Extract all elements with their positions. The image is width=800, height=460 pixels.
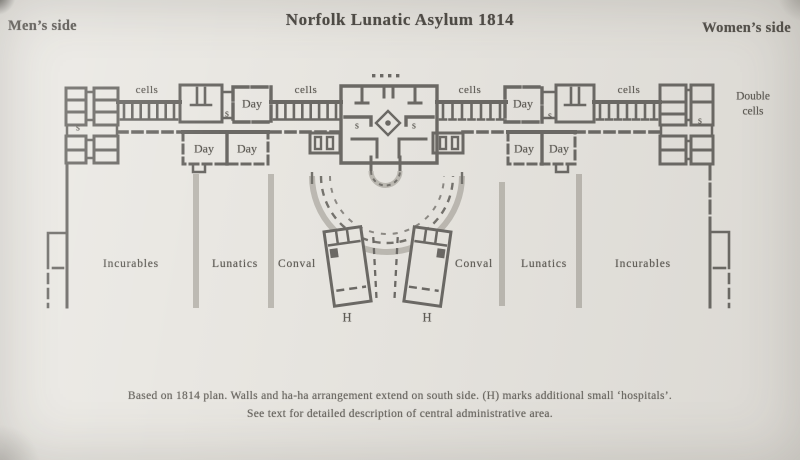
- cells-label-2: cells: [294, 84, 318, 96]
- caption-line-2: See text for detailed description of cen…: [247, 408, 553, 420]
- cell-partition-teeth: [119, 102, 659, 121]
- s-mark-4: s: [412, 120, 416, 132]
- hospital-left: [322, 225, 373, 308]
- s-mark-5: s: [548, 110, 552, 122]
- day-rooms-lower-right: [506, 130, 577, 174]
- s-mark-6: s: [698, 115, 702, 127]
- court-lunatics-right: Lunatics: [521, 258, 567, 270]
- day-label-lower-left-1: Day: [194, 141, 214, 156]
- court-incurables-right: Incurables: [615, 258, 671, 270]
- day-room-upper-left: [231, 85, 273, 124]
- hospital-h-left: H: [342, 310, 352, 325]
- s-mark-3: s: [355, 120, 359, 132]
- plan-title: Norfolk Lunatic Asylum 1814: [285, 10, 515, 29]
- link-walls-left: [220, 90, 235, 120]
- porch-dot: [380, 74, 384, 78]
- s-mark-2: s: [225, 108, 229, 120]
- caption-line-1: Based on 1814 plan. Walls and ha-ha arra…: [127, 390, 673, 402]
- porch-dot: [396, 74, 400, 78]
- double-cells-label: Double cells: [736, 90, 770, 118]
- hospital-right: [402, 225, 453, 308]
- cell-partitions: [119, 102, 659, 121]
- women-end-blocks: [658, 83, 715, 166]
- day-label-upper-left: Day: [242, 96, 262, 111]
- cells-label-4: cells: [617, 84, 641, 96]
- haha-walls: [193, 170, 582, 308]
- day-label-lower-left-2: Day: [237, 141, 257, 156]
- porch-dot: [388, 74, 392, 78]
- court-conval-right: Conval: [454, 258, 494, 270]
- hospital-yard-wall-right: [393, 236, 399, 304]
- haha-ditch-dashes: [310, 170, 464, 245]
- link-walls-right: [540, 90, 558, 120]
- cells-label-1: cells: [135, 84, 159, 96]
- porch-dot: [372, 74, 376, 78]
- central-admin-block: [339, 74, 439, 173]
- boundary-wall-left: [46, 162, 69, 309]
- day-label-upper-right: Day: [513, 96, 533, 111]
- mens-side-label: Men’s side: [8, 18, 77, 34]
- hospital-yard-wall-left: [372, 236, 378, 304]
- day-label-lower-right-1: Day: [514, 141, 534, 156]
- womens-side-label: Women’s side: [702, 20, 791, 36]
- boundary-wall-right: [708, 165, 731, 309]
- stair-rooms: [308, 131, 465, 155]
- court-conval-left: Conval: [277, 258, 317, 270]
- men-ward-block: [178, 83, 224, 124]
- day-room-upper-right: [503, 85, 544, 124]
- court-lunatics-left: Lunatics: [212, 258, 258, 270]
- cells-label-3: cells: [458, 84, 482, 96]
- day-label-lower-right-2: Day: [549, 141, 569, 156]
- day-rooms-lower-left: [181, 130, 270, 174]
- court-incurables-left: Incurables: [103, 258, 159, 270]
- s-mark-1: s: [76, 122, 80, 134]
- men-end-blocks: [64, 86, 120, 165]
- women-ward-block: [554, 83, 596, 124]
- hospital-h-right: H: [422, 310, 432, 325]
